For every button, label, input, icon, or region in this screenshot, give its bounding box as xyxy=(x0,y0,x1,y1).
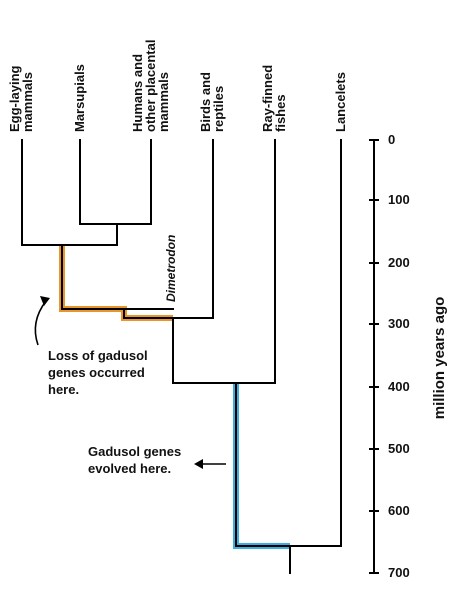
tick-label-400: 400 xyxy=(388,379,410,394)
tick-label-0: 0 xyxy=(388,132,395,147)
tick-labels: 0 100 200 300 400 500 600 700 xyxy=(388,132,410,580)
label-humans: Humans and other placental mammals xyxy=(130,40,171,132)
label-marsupials-line1: Marsupials xyxy=(72,64,87,132)
axis-ticks xyxy=(369,139,379,574)
evolved-arrowhead xyxy=(194,459,203,469)
evolved-text-line2: evolved here. xyxy=(88,461,171,476)
tree xyxy=(21,139,342,574)
label-dimetrodon-text: Dimetrodon xyxy=(164,235,178,302)
taxon-labels: Egg-laying mammals Marsupials Humans and… xyxy=(7,40,348,302)
label-birds: Birds and reptiles xyxy=(198,72,226,132)
tick-label-600: 600 xyxy=(388,503,410,518)
label-egg-laying: Egg-laying mammals xyxy=(7,65,35,132)
tick-label-700: 700 xyxy=(388,565,410,580)
stem-mammals xyxy=(61,244,125,319)
loss-text-line3: here. xyxy=(48,382,79,397)
label-lancelets-line1: Lancelets xyxy=(333,72,348,132)
evolved-text-line1: Gadusol genes xyxy=(88,444,181,459)
label-fishes-line1: Ray-finned xyxy=(260,65,275,132)
loss-text-line2: genes occurred xyxy=(48,365,145,380)
loss-arrowhead xyxy=(40,296,50,306)
loss-arrow xyxy=(34,300,47,346)
label-marsupials: Marsupials xyxy=(72,64,87,132)
loss-text-line1: Loss of gadusol xyxy=(48,348,148,363)
label-fishes: Ray-finned fishes xyxy=(260,65,288,132)
evolved-annotation: Gadusol genes evolved here. xyxy=(88,444,226,476)
axis-label: million years ago xyxy=(431,297,448,420)
loss-branch-highlight xyxy=(59,245,173,321)
tick-label-300: 300 xyxy=(388,316,410,331)
label-birds-line1: Birds and xyxy=(198,72,213,132)
label-fishes-line2: fishes xyxy=(273,94,288,132)
label-egg-laying-line1: Egg-laying xyxy=(7,65,22,132)
label-humans-line1: Humans and xyxy=(130,54,145,132)
label-humans-line2: other placental xyxy=(143,40,158,132)
evolved-branch-highlight xyxy=(233,383,290,549)
label-humans-line3: mammals xyxy=(156,72,171,132)
label-birds-line2: reptiles xyxy=(211,86,226,132)
loss-annotation: Loss of gadusol genes occurred here. xyxy=(34,296,148,397)
loss-branch-path xyxy=(59,245,173,321)
time-axis: 0 100 200 300 400 500 600 700 million ye… xyxy=(369,132,448,580)
tick-label-100: 100 xyxy=(388,192,410,207)
label-egg-laying-line2: mammals xyxy=(20,72,35,132)
evolved-branch-path xyxy=(233,383,290,549)
label-lancelets: Lancelets xyxy=(333,72,348,132)
label-dimetrodon: Dimetrodon xyxy=(164,235,178,302)
tick-label-200: 200 xyxy=(388,255,410,270)
tick-label-500: 500 xyxy=(388,441,410,456)
